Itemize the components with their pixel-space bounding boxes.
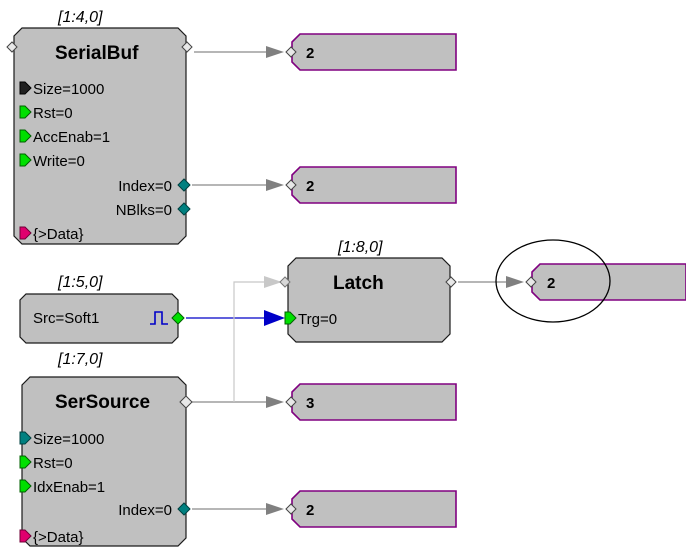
param-port[interactable] bbox=[19, 153, 32, 167]
output-port[interactable] bbox=[179, 395, 193, 409]
param-label: Size=1000 bbox=[33, 81, 104, 98]
param-port[interactable] bbox=[19, 129, 32, 143]
output-port[interactable] bbox=[177, 502, 191, 516]
src-block[interactable]: [1:5,0] Src=Soft1 bbox=[19, 274, 185, 344]
wire-arrow bbox=[266, 46, 284, 58]
param-port[interactable] bbox=[284, 311, 297, 325]
param-port[interactable] bbox=[19, 431, 32, 445]
tag-value: 2 bbox=[547, 275, 555, 292]
output-tag[interactable]: 2 bbox=[285, 166, 457, 204]
data-label: {>Data} bbox=[33, 226, 83, 243]
wire-arrow bbox=[264, 310, 285, 326]
param-label: AccEnab=1 bbox=[33, 129, 110, 146]
tag-value: 2 bbox=[306, 45, 314, 62]
tag-value: 3 bbox=[306, 395, 314, 412]
param-port[interactable] bbox=[19, 455, 32, 469]
tag-value: 2 bbox=[306, 178, 314, 195]
output-tag[interactable]: 3 bbox=[285, 383, 457, 421]
output-tag[interactable]: 2 bbox=[525, 263, 686, 301]
param-port[interactable] bbox=[19, 105, 32, 119]
wire-arrow bbox=[506, 276, 524, 288]
param-label: Write=0 bbox=[33, 153, 85, 170]
wire-sersource-latch bbox=[233, 281, 266, 402]
output-label: Index=0 bbox=[118, 502, 172, 519]
output-port[interactable] bbox=[177, 178, 191, 192]
block-title: SerialBuf bbox=[55, 43, 139, 64]
block-coord: [1:8,0] bbox=[337, 239, 383, 256]
output-port[interactable] bbox=[171, 311, 185, 325]
step-icon bbox=[150, 311, 168, 325]
block-title: SerSource bbox=[55, 392, 150, 413]
wire-arrow bbox=[266, 179, 284, 191]
wires bbox=[186, 46, 524, 515]
param-port[interactable] bbox=[19, 479, 32, 493]
input-port[interactable] bbox=[6, 41, 18, 53]
block-coord: [1:7,0] bbox=[57, 351, 103, 368]
block-title: Latch bbox=[333, 273, 384, 294]
input-port[interactable] bbox=[279, 276, 291, 288]
param-label: Size=1000 bbox=[33, 431, 104, 448]
latch-block[interactable]: [1:8,0] Latch Trg=0 bbox=[279, 239, 457, 343]
tag-value: 2 bbox=[306, 502, 314, 519]
highlight-circle bbox=[495, 239, 611, 323]
wire-arrow bbox=[264, 276, 282, 288]
output-label: NBlks=0 bbox=[116, 202, 172, 219]
param-label: IdxEnab=1 bbox=[33, 479, 105, 496]
param-label: Rst=0 bbox=[33, 455, 73, 472]
param-label: Rst=0 bbox=[33, 105, 73, 122]
output-port[interactable] bbox=[181, 41, 193, 53]
sersource-block[interactable]: [1:7,0] SerSource Size=1000 Rst=0 IdxEna… bbox=[19, 351, 193, 547]
param-label: Trg=0 bbox=[298, 311, 337, 328]
param-port[interactable] bbox=[19, 81, 32, 95]
data-port[interactable] bbox=[19, 226, 32, 240]
output-tag[interactable]: 2 bbox=[285, 33, 457, 71]
data-label: {>Data} bbox=[33, 529, 83, 546]
output-tag[interactable]: 2 bbox=[285, 490, 457, 528]
data-port[interactable] bbox=[19, 529, 32, 543]
output-port[interactable] bbox=[177, 202, 191, 216]
block-coord: [1:5,0] bbox=[57, 274, 103, 291]
output-port[interactable] bbox=[445, 276, 457, 288]
wire-arrow bbox=[266, 503, 284, 515]
param-label: Src=Soft1 bbox=[33, 310, 99, 327]
serialbuf-block[interactable]: [1:4,0] SerialBuf Size=1000 Rst=0 AccEna… bbox=[6, 9, 193, 245]
block-coord: [1:4,0] bbox=[57, 9, 103, 26]
wire-arrow bbox=[266, 396, 284, 408]
output-label: Index=0 bbox=[118, 178, 172, 195]
